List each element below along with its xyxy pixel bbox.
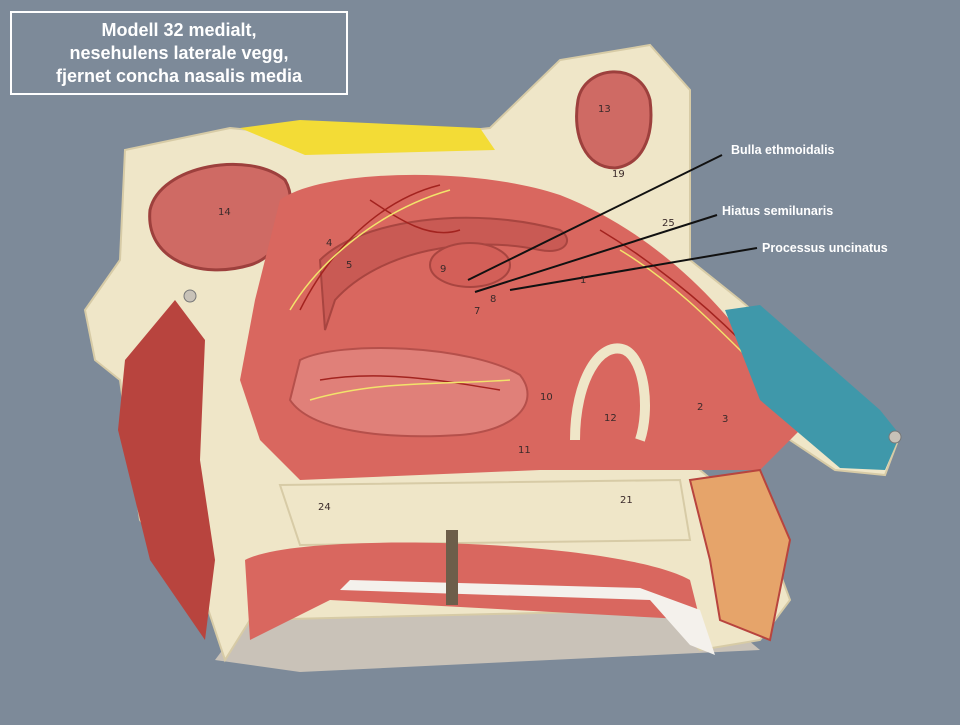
model-number-1: 1	[580, 275, 586, 286]
model-number-12: 12	[604, 413, 617, 424]
pointer-hiatus	[474, 214, 718, 293]
model-number-14: 14	[218, 207, 231, 218]
support-rod	[446, 530, 458, 605]
muscle-left	[118, 300, 215, 640]
screw-left	[183, 289, 197, 303]
model-number-13: 13	[598, 104, 611, 115]
model-number-10: 10	[540, 392, 553, 403]
hard-palate	[278, 478, 692, 547]
label-bulla-ethmoidalis: Bulla ethmoidalis	[731, 143, 835, 157]
label-processus-uncinatus: Processus uncinatus	[762, 241, 888, 255]
vessels	[299, 184, 741, 391]
pointer-bulla	[467, 154, 723, 281]
model-number-19: 19	[612, 169, 625, 180]
nasal-cartilage	[725, 305, 900, 470]
label-hiatus-semilunaris: Hiatus semilunaris	[722, 204, 834, 218]
model-number-7: 7	[474, 306, 480, 317]
model-number-24: 24	[318, 502, 331, 513]
title-line-3: fjernet concha nasalis media	[55, 65, 303, 86]
model-number-5: 5	[346, 260, 352, 271]
screw-right	[888, 430, 902, 444]
teeth	[340, 580, 715, 655]
model-number-11: 11	[518, 445, 531, 456]
model-number-4: 4	[326, 238, 332, 249]
title-line-1: Modell 32 medialt,	[101, 19, 257, 40]
title-line-2: nesehulens laterale vegg,	[69, 42, 289, 63]
model-number-9: 9	[440, 264, 446, 275]
model-number-25: 25	[662, 218, 675, 229]
model-number-8: 8	[490, 294, 496, 305]
model-number-21: 21	[620, 495, 633, 506]
nerves	[289, 189, 751, 401]
pointer-processus	[509, 247, 758, 291]
sphenoid-sinus	[575, 70, 653, 170]
bulla-bump	[429, 242, 511, 288]
superior-concha	[318, 216, 568, 331]
inferior-concha	[288, 347, 529, 438]
palatine-arch	[570, 343, 650, 442]
upper-lip	[688, 468, 792, 642]
model-number-3: 3	[722, 414, 728, 425]
model-number-2: 2	[697, 402, 703, 413]
title-box: Modell 32 medialt, nesehulens laterale v…	[10, 11, 348, 95]
yellow-strip	[240, 120, 495, 155]
